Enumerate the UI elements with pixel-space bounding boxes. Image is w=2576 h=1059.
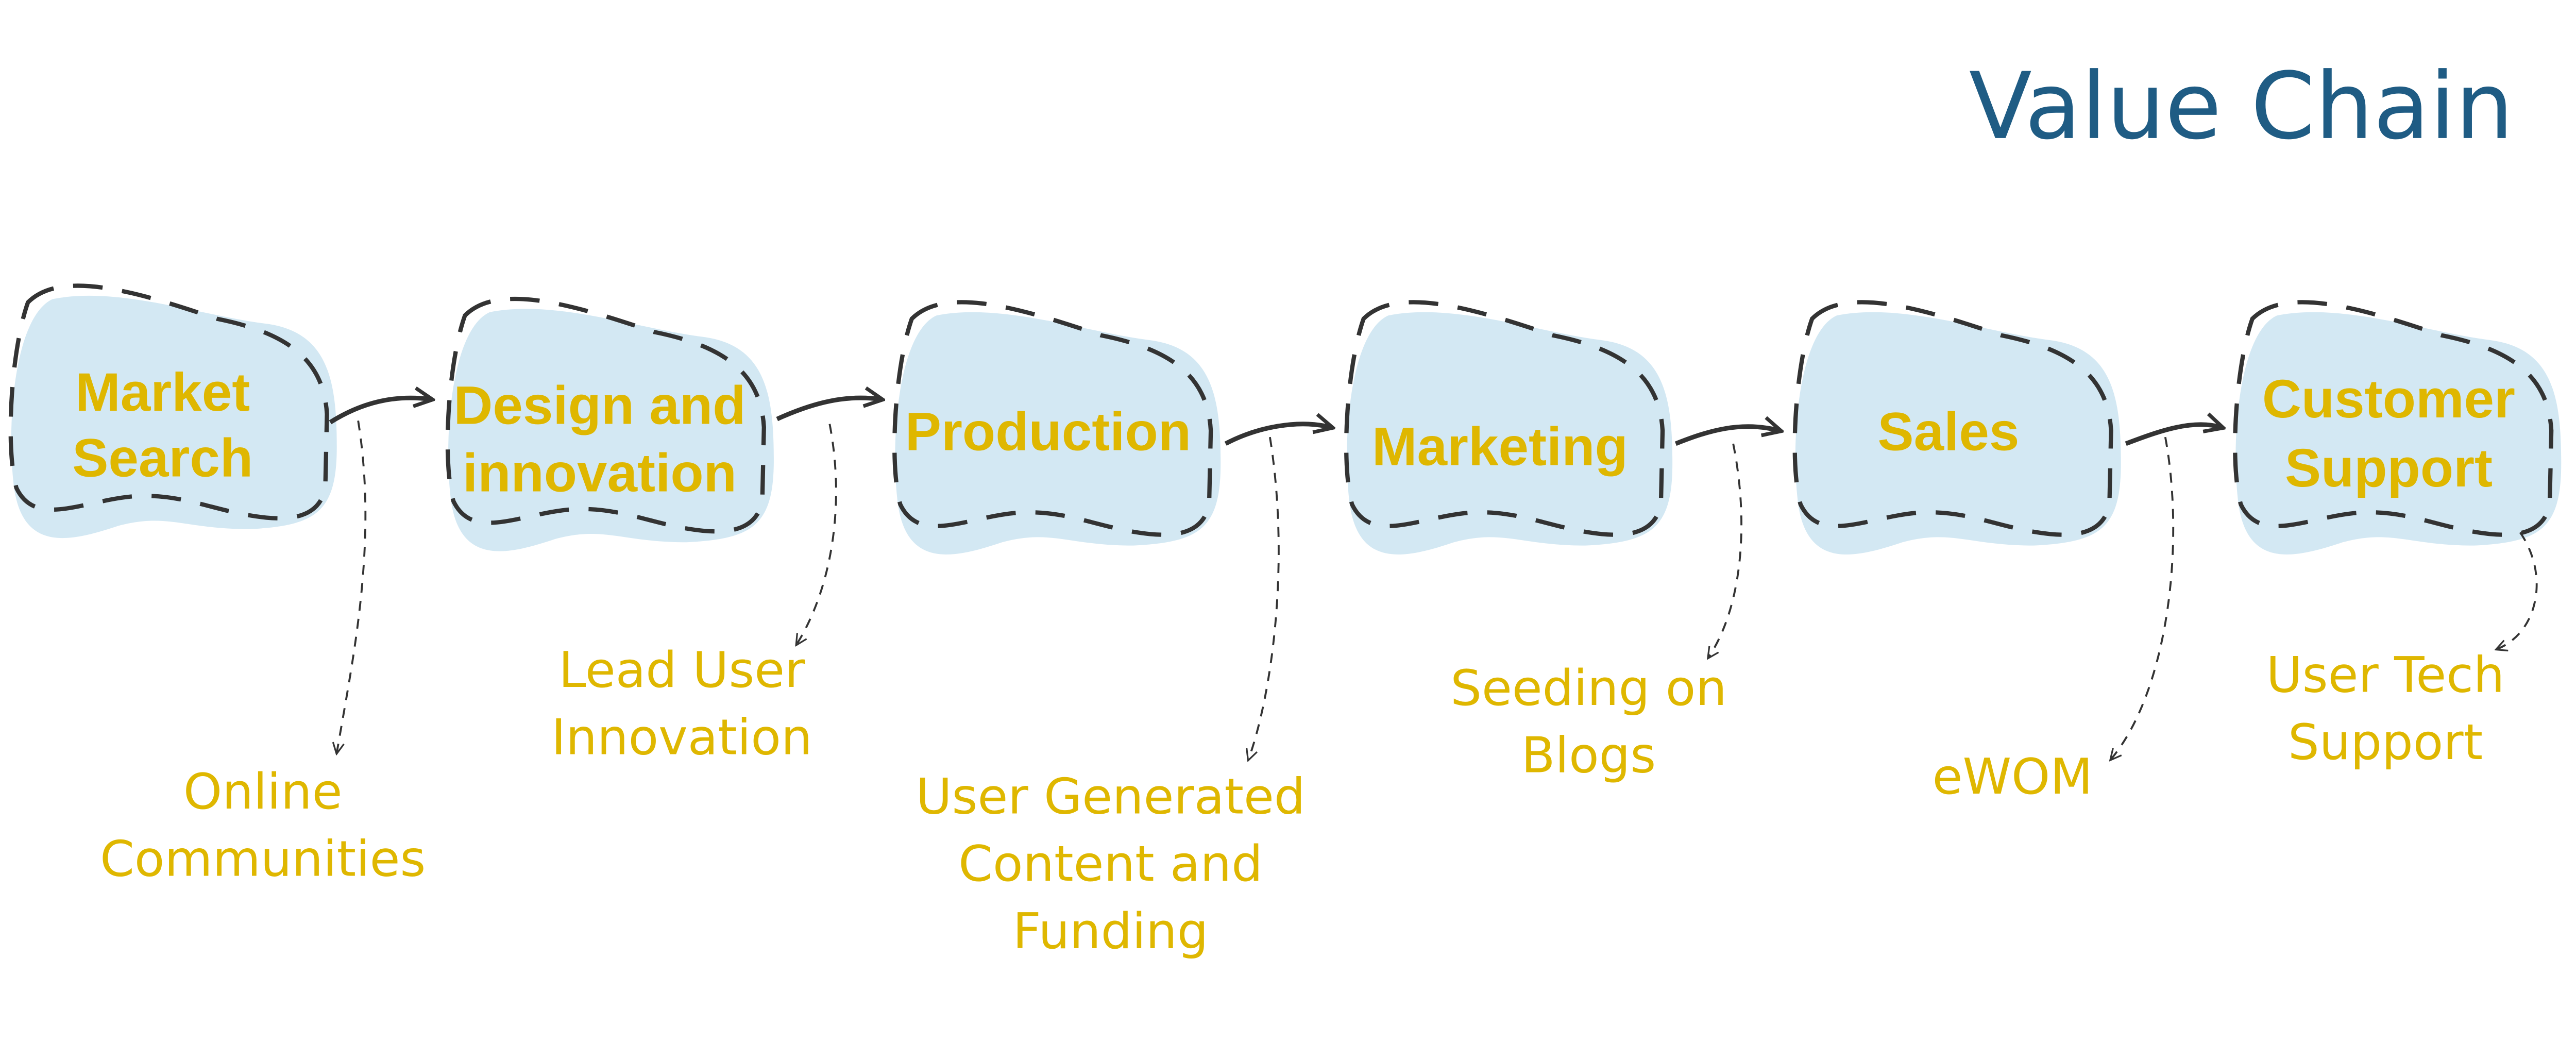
annotation-arrow xyxy=(797,424,837,644)
annotation-arrow xyxy=(2497,532,2538,649)
annotation-label: Lead User xyxy=(558,641,805,699)
flow-arrow xyxy=(2125,425,2221,446)
stage-label: innovation xyxy=(463,443,737,503)
stage-blob xyxy=(1347,312,1673,554)
annotation-arrow xyxy=(337,421,367,752)
stage-label: Customer xyxy=(2262,369,2515,429)
stage-blob xyxy=(2235,312,2562,554)
flow-arrow xyxy=(1224,424,1331,446)
annotation-arrow xyxy=(1708,443,1743,658)
stage-label: Design and xyxy=(453,376,745,436)
annotation-label: Support xyxy=(2288,713,2483,771)
annotation-label: User Tech xyxy=(2266,646,2505,703)
annotation-label: Innovation xyxy=(551,709,812,766)
annotation-arrow xyxy=(2111,436,2175,759)
stage-blob xyxy=(11,295,337,539)
stage-blob xyxy=(1795,312,2121,554)
stage-blob xyxy=(895,312,1221,554)
stage-dashed-outline xyxy=(892,300,1213,537)
page-title: Value Chain xyxy=(1969,53,2514,160)
annotation-arrow xyxy=(1248,436,1280,759)
annotation-label: Communities xyxy=(100,830,426,888)
stage-label: Sales xyxy=(1877,402,2019,462)
stage-label: Marketing xyxy=(1372,416,1628,477)
annotation-label: Online xyxy=(183,763,343,820)
flow-arrow xyxy=(776,398,880,422)
annotation-label: Content and xyxy=(958,835,1263,893)
annotation-label: Seeding on xyxy=(1450,659,1727,717)
stage-label: Support xyxy=(2285,438,2493,498)
stage-blob xyxy=(448,309,774,551)
stage-5: Sales eWOM xyxy=(1792,300,2222,805)
stage-dashed-outline xyxy=(1344,300,1665,537)
flow-arrow xyxy=(329,398,431,425)
annotation-label: Funding xyxy=(1013,902,1209,960)
flow-arrow xyxy=(1674,427,1780,446)
annotation-label: eWOM xyxy=(1933,748,2093,805)
value-chain-diagram: Value Chain MarketSearchOnlineCommunitie… xyxy=(8,53,2562,960)
stage-dashed-outline xyxy=(445,296,766,534)
stage-dashed-outline xyxy=(8,283,329,520)
stage-label: Search xyxy=(72,428,253,489)
stage-dashed-outline xyxy=(1792,300,2113,537)
annotation-label: User Generated xyxy=(916,767,1306,825)
stage-label: Market xyxy=(75,362,250,423)
annotation-label: Blogs xyxy=(1521,727,1656,784)
stage-label: Production xyxy=(905,402,1191,462)
stage-dashed-outline xyxy=(2233,300,2554,537)
